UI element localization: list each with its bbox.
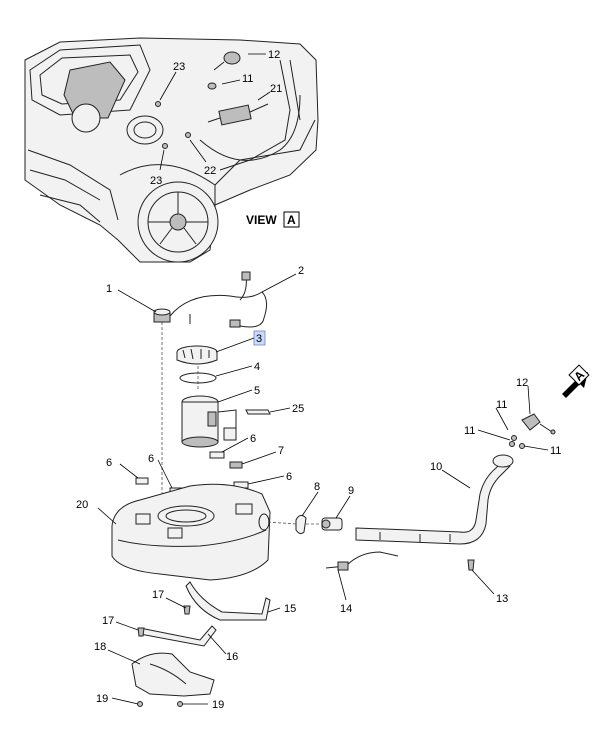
part-16-strap — [139, 625, 217, 647]
part-25-clip — [245, 409, 271, 415]
part-11-fastener-a — [511, 435, 517, 441]
part-7-clip — [229, 461, 243, 469]
part-12-cap — [521, 413, 556, 435]
part-9-connector — [321, 517, 343, 531]
callout-13: 13 — [496, 593, 508, 605]
callout-inset-23-bottom: 23 — [150, 175, 162, 187]
view-label: VIEW — [246, 213, 277, 227]
view-letter: A — [287, 213, 296, 227]
callout-5: 5 — [254, 385, 260, 397]
callout-25: 25 — [292, 403, 304, 415]
callout-4: 4 — [254, 361, 260, 373]
part-6-pad-a — [209, 451, 225, 459]
callout-6-upper: 6 — [250, 433, 256, 445]
callout-11-right: 11 — [550, 445, 561, 457]
part-19-fastener-b — [177, 701, 183, 707]
part-5-fuel-pump-module — [181, 395, 237, 448]
callout-6-left: 6 — [106, 457, 112, 469]
callout-inset-21: 21 — [270, 83, 282, 95]
callout-7: 7 — [278, 445, 284, 457]
harness-connector — [241, 271, 251, 281]
callout-11-left: 11 — [464, 425, 475, 437]
callout-2: 2 — [298, 265, 304, 277]
main-callouts: 1 2 3 4 5 25 6 6 6 7 6 20 8 9 10 12 11 1… — [76, 265, 587, 711]
part-15-strap — [185, 581, 271, 621]
part-19-fastener-a — [137, 701, 143, 707]
vehicle-rear-inset — [24, 37, 319, 263]
callout-17-lower: 17 — [102, 615, 114, 627]
part-3-lock-ring — [176, 345, 218, 365]
callout-9: 9 — [348, 485, 354, 497]
callout-inset-23-top: 23 — [173, 61, 185, 73]
part-11-fastener-c — [519, 443, 525, 449]
part-13-bolt — [467, 559, 475, 571]
part-8-clamp — [295, 514, 307, 535]
inset-callouts: 12 11 21 23 23 22 VIEW A — [150, 49, 296, 227]
callout-8: 8 — [314, 481, 320, 493]
part-20-fuel-tank — [111, 483, 271, 581]
callout-6-right: 6 — [286, 471, 292, 483]
callout-19-left: 19 — [96, 693, 108, 705]
part-2-harness — [169, 273, 268, 328]
callout-11-top: 11 — [496, 399, 507, 411]
callout-6-center: 6 — [148, 453, 154, 465]
callout-18: 18 — [94, 641, 106, 653]
callout-1: 1 — [106, 283, 112, 295]
callout-16: 16 — [226, 651, 238, 663]
callout-inset-11: 11 — [242, 73, 253, 85]
part-11-fastener-b — [509, 441, 515, 447]
callout-10: 10 — [430, 461, 442, 473]
part-10-filler-pipe — [355, 454, 514, 545]
callout-20: 20 — [76, 499, 88, 511]
callout-12: 12 — [516, 377, 528, 389]
main-leader-lines — [97, 273, 549, 705]
callout-17-upper: 17 — [152, 589, 164, 601]
callout-inset-12: 12 — [268, 49, 280, 61]
part-4-seal — [179, 372, 217, 384]
callout-14: 14 — [340, 603, 352, 615]
view-a-arrow — [562, 364, 590, 398]
callout-inset-22: 22 — [204, 165, 216, 177]
part-17-bolt-b — [137, 627, 145, 637]
part-6-pad-b — [135, 477, 149, 485]
callout-15: 15 — [284, 603, 296, 615]
callout-19-right: 19 — [212, 699, 224, 711]
part-1-connector — [153, 308, 171, 323]
callout-3: 3 — [256, 333, 262, 345]
part-14-vent-hose — [325, 551, 399, 569]
